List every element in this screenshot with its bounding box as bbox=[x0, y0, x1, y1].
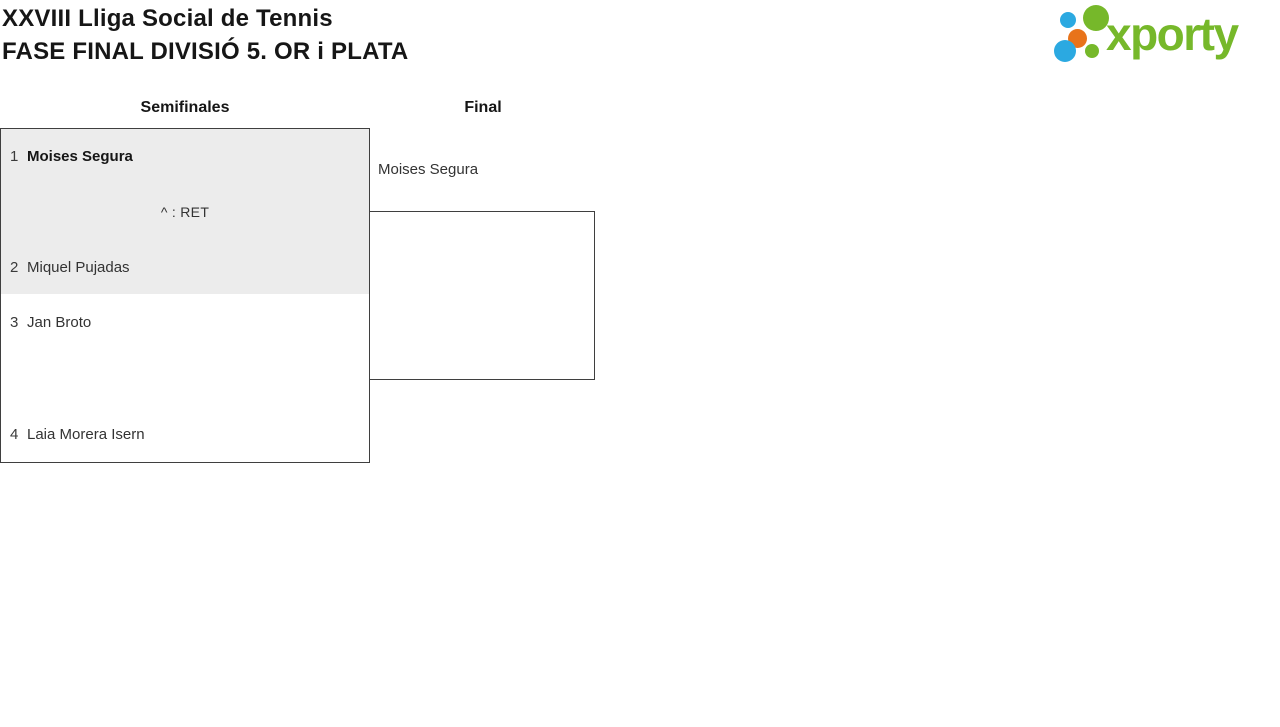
player-seed: 2 bbox=[10, 259, 19, 276]
player-slot: 1 Moises Segura bbox=[10, 148, 361, 166]
logo-dot bbox=[1054, 40, 1076, 62]
page-subtitle: FASE FINAL DIVISIÓ 5. OR i PLATA bbox=[2, 38, 409, 65]
xporty-mark-icon bbox=[1045, 0, 1109, 70]
finalist-name: Moises Segura bbox=[378, 161, 479, 178]
player-slot: 2 Miquel Pujadas bbox=[10, 259, 361, 277]
player-name: Moises Segura bbox=[27, 148, 133, 165]
player-name: Laia Morera Isern bbox=[27, 426, 145, 443]
match-semifinal-2[interactable]: 3 Jan Broto 4 Laia Morera Isern bbox=[0, 294, 370, 463]
player-slot: 4 Laia Morera Isern bbox=[10, 426, 361, 444]
player-name: Miquel Pujadas bbox=[27, 259, 130, 276]
round-header-semifinals: Semifinales bbox=[140, 99, 230, 116]
xporty-wordmark: xporty bbox=[1106, 8, 1239, 60]
round-header-final: Final bbox=[464, 99, 502, 116]
page-header: XXVIII Lliga Social de Tennis FASE FINAL… bbox=[2, 2, 408, 68]
logo-dot bbox=[1085, 44, 1099, 58]
player-slot: 3 Jan Broto bbox=[10, 314, 361, 332]
player-seed: 1 bbox=[10, 148, 19, 165]
xporty-logo[interactable]: xporty bbox=[1045, 0, 1278, 72]
match-final[interactable] bbox=[369, 211, 595, 380]
player-seed: 3 bbox=[10, 314, 19, 331]
match-result: ^ : RET bbox=[160, 204, 210, 220]
player-seed: 4 bbox=[10, 426, 19, 443]
logo-dot bbox=[1060, 12, 1076, 28]
player-name: Jan Broto bbox=[27, 314, 92, 331]
page-title: XXVIII Lliga Social de Tennis bbox=[2, 5, 333, 32]
logo-dot bbox=[1083, 5, 1109, 31]
match-semifinal-1[interactable]: 1 Moises Segura ^ : RET 2 Miquel Pujadas bbox=[0, 128, 370, 295]
